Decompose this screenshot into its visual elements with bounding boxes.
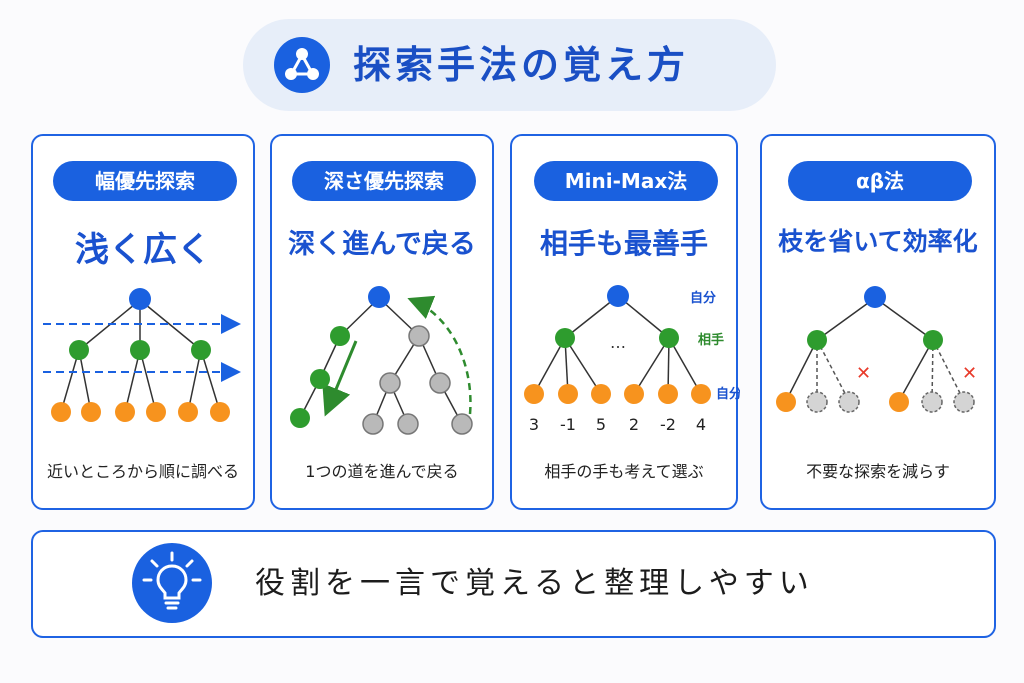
leaf-node	[524, 384, 544, 404]
unvisited-node	[408, 325, 430, 347]
level-label-opponent: 相手	[698, 332, 724, 348]
pruned-node	[921, 391, 943, 413]
root-node	[129, 288, 151, 310]
child-node	[807, 330, 827, 350]
unvisited-node	[362, 413, 384, 435]
leaf-value: 4	[696, 415, 706, 434]
tip-banner: 役割を一言で覚えると整理しやすい	[31, 530, 996, 638]
card-slogan: 枝を省いて効率化	[778, 227, 978, 256]
card-slogan: 浅く広く	[75, 230, 211, 270]
card-label: 深さ優先探索	[292, 161, 476, 201]
leaf-node	[624, 384, 644, 404]
leaf-node	[658, 384, 678, 404]
unvisited-node	[451, 413, 473, 435]
child-node	[130, 340, 150, 360]
visited-node	[330, 326, 350, 346]
lightbulb-icon	[132, 543, 212, 623]
opponent-node	[659, 328, 679, 348]
leaf-value: -1	[560, 415, 576, 434]
leaf-node	[591, 384, 611, 404]
tip-text: 役割を一言で覚えると整理しやすい	[255, 566, 814, 601]
pruned-node	[953, 391, 975, 413]
child-node	[69, 340, 89, 360]
pruned-node	[838, 391, 860, 413]
backtrack-arrow	[407, 295, 472, 415]
bfs-tree-diagram	[43, 288, 241, 422]
card-label: 幅優先探索	[53, 161, 237, 201]
level-label-self: 自分	[716, 386, 740, 402]
title-banner: 探索手法の覚え方	[243, 19, 776, 111]
leaf-value: 3	[529, 415, 539, 434]
card-bfs: 幅優先探索 浅く広く 近いところから順に調べる	[31, 134, 255, 510]
card-caption: 相手の手も考えて選ぶ	[544, 462, 704, 481]
opponent-node	[555, 328, 575, 348]
card-caption: 不要な探索を減らす	[806, 462, 950, 481]
ellipsis: …	[610, 333, 626, 352]
explored-leaf-node	[776, 392, 796, 412]
card-dfs: 深さ優先探索 深く進んで戻る 1つの道を進んで戻	[270, 134, 494, 510]
visited-node	[310, 369, 330, 389]
card-caption: 1つの道を進んで戻る	[305, 462, 459, 481]
leaf-node	[178, 402, 198, 422]
alphabeta-tree-diagram: ✕ ✕	[776, 286, 977, 413]
card-slogan: 深く進んで戻る	[288, 229, 476, 260]
explored-leaf-node	[889, 392, 909, 412]
leaf-node	[558, 384, 578, 404]
card-slogan: 相手も最善手	[539, 227, 708, 260]
unvisited-node	[429, 372, 451, 394]
leaf-node	[115, 402, 135, 422]
level-label-self: 自分	[690, 290, 716, 306]
unvisited-node	[379, 372, 401, 394]
leaf-node	[51, 402, 71, 422]
card-alphabeta: αβ法 枝を省いて効率化 ✕ ✕ 不要な探索を減らす	[760, 134, 996, 510]
pruned-node	[806, 391, 828, 413]
leaf-value: 2	[629, 415, 639, 434]
prune-mark: ✕	[962, 363, 977, 384]
root-node	[607, 285, 629, 307]
card-label: Mini-Max法	[534, 161, 718, 201]
child-node	[923, 330, 943, 350]
minimax-tree-diagram: … 自分 相手 自分 3 -1 5 2 -2 4	[524, 285, 740, 434]
tree-network-icon	[274, 37, 330, 93]
root-node	[368, 286, 390, 308]
prune-mark: ✕	[856, 363, 871, 384]
leaf-node	[210, 402, 230, 422]
child-node	[191, 340, 211, 360]
unvisited-node	[397, 413, 419, 435]
leaf-node	[146, 402, 166, 422]
card-minimax: Mini-Max法 相手も最善手 … 自分 相手 自分 3 -1 5 2	[510, 134, 740, 510]
leaf-value: 5	[596, 415, 606, 434]
leaf-node	[81, 402, 101, 422]
leaf-node	[691, 384, 711, 404]
leaf-value: -2	[660, 415, 676, 434]
visited-node	[290, 408, 310, 428]
card-label: αβ法	[788, 161, 972, 201]
card-caption: 近いところから順に調べる	[46, 462, 239, 481]
dfs-tree-diagram	[290, 286, 473, 435]
page-title: 探索手法の覚え方	[353, 43, 690, 87]
root-node	[864, 286, 886, 308]
dive-arrow	[322, 340, 358, 417]
